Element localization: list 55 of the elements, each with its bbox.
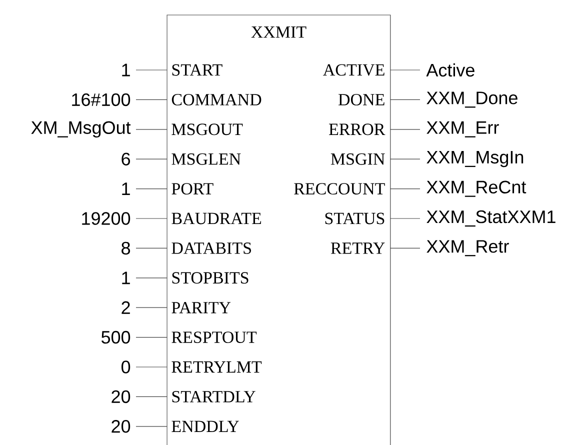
input-value: 0 [122, 360, 130, 374]
output-variable: XXM_Done [426, 92, 518, 108]
connector-line [136, 366, 168, 368]
pin-label: BAUDRATE [172, 212, 262, 224]
input-value: 1 [122, 272, 130, 284]
input-value: 16#100 [72, 93, 130, 106]
pin-label: STARTDLY [172, 390, 256, 402]
output-variable: XXM_MsgIn [426, 151, 524, 168]
input-value: 20 [112, 420, 130, 433]
connector-line [390, 218, 420, 219]
connector-line [136, 188, 168, 190]
pin-label: MSGOUT [172, 124, 243, 136]
input-value: 20 [112, 390, 130, 404]
connector-line [136, 426, 168, 427]
pin-label: PORT [172, 183, 214, 195]
input-value: 2 [122, 301, 130, 314]
pin-label: ERROR [329, 124, 386, 136]
connector-line [136, 307, 168, 308]
pin-label: RETRY [330, 242, 385, 254]
pin-label: RETRYLMT [172, 361, 262, 373]
input-value: 8 [122, 242, 130, 255]
input-value: 6 [122, 152, 130, 166]
connector-line [136, 218, 168, 219]
connector-line [390, 99, 420, 100]
input-value: 1 [122, 182, 130, 195]
output-variable: XXM_ReCnt [426, 180, 526, 197]
pin-label: RECCOUNT [294, 183, 385, 195]
pin-label: ACTIVE [323, 64, 384, 76]
pin-label: COMMAND [172, 94, 262, 106]
connector-line [390, 188, 420, 190]
output-variable: Active [426, 63, 474, 77]
connector-line [136, 129, 168, 130]
connector-line [136, 99, 168, 100]
input-value: XM_MsgOut [31, 121, 131, 138]
connector-line [136, 158, 168, 160]
connector-line [390, 129, 420, 130]
pin-label: PARITY [172, 302, 231, 314]
output-variable: XXM_StatXXM1 [426, 210, 556, 227]
input-value: 19200 [82, 212, 130, 225]
pin-label: MSGLEN [172, 153, 241, 165]
input-value: 500 [102, 330, 130, 344]
pin-label: DATABITS [172, 242, 251, 254]
input-value: 1 [122, 64, 130, 76]
connector-line [390, 158, 420, 160]
output-variable: XXM_Retr [426, 240, 509, 256]
pin-label: MSGIN [330, 153, 385, 165]
pin-label: START [172, 64, 222, 76]
connector-line [136, 396, 168, 397]
pin-label: STOPBITS [172, 272, 248, 284]
pin-label: RESPTOUT [172, 332, 257, 344]
output-variable: XXM_Err [426, 121, 499, 138]
pin-label: DONE [338, 94, 384, 106]
pin-label: STATUS [325, 212, 384, 224]
pin-label: ENDDLY [172, 420, 239, 432]
connector-line [136, 337, 168, 338]
